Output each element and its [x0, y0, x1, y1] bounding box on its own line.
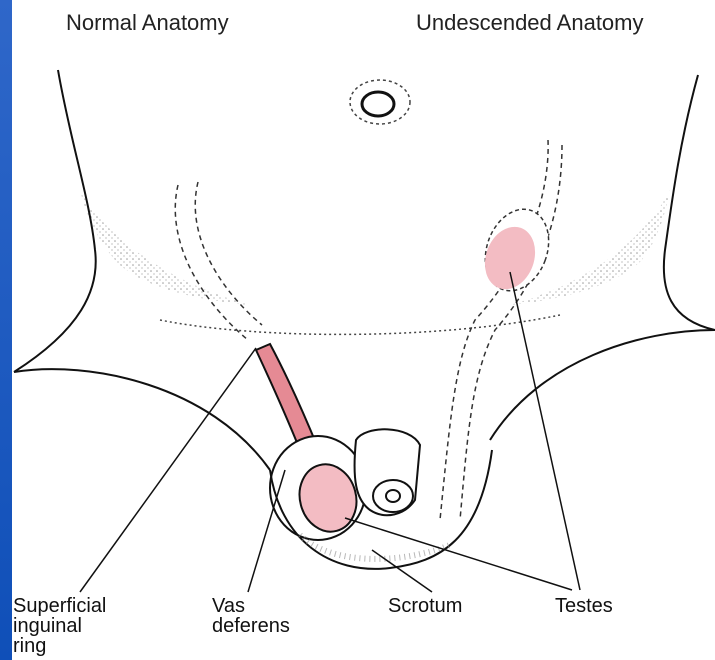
label-superficial-line-1: Superficial [13, 596, 106, 616]
right-thigh-outline [490, 330, 715, 440]
title-normal-anatomy: Normal Anatomy [66, 10, 229, 36]
label-superficial-line-3: ring [13, 636, 106, 656]
leader-line-superficial-ring [80, 348, 256, 592]
undescended-path-dashed-2 [460, 145, 562, 520]
left-thigh-outline [14, 369, 270, 470]
label-vas-line-2: deferens [212, 616, 290, 636]
navel-inner [362, 92, 394, 116]
label-superficial-line-2: inguinal [13, 616, 106, 636]
label-testes: Testes [555, 596, 613, 616]
left-inguinal-canal-dashed [175, 185, 248, 340]
leader-line-vas-deferens [248, 470, 285, 592]
label-vas-deferens: Vas deferens [212, 596, 290, 636]
label-scrotum: Scrotum [388, 596, 462, 616]
left-groin-stipple [80, 190, 250, 305]
right-body-outline [664, 75, 715, 330]
leader-line-testes-normal [345, 518, 572, 590]
title-undescended-anatomy: Undescended Anatomy [416, 10, 644, 36]
undescended-path-dashed [440, 140, 548, 520]
leader-line-testes-undescended [510, 272, 580, 590]
left-inguinal-canal-dashed-2 [195, 182, 262, 325]
label-superficial-ring: Superficial inguinal ring [13, 596, 106, 656]
leader-line-scrotum [372, 550, 432, 592]
penis-glans [373, 480, 413, 512]
label-vas-line-1: Vas [212, 596, 290, 616]
left-body-outline [14, 70, 96, 372]
